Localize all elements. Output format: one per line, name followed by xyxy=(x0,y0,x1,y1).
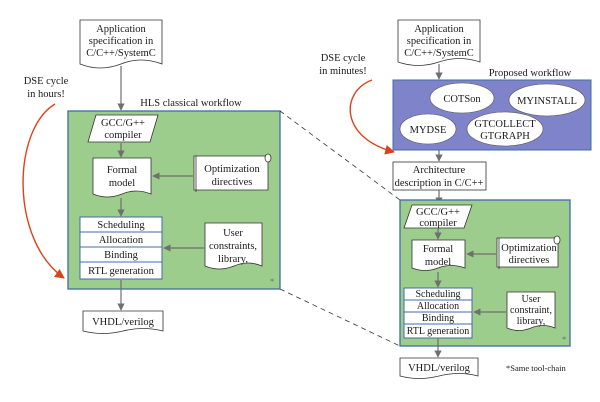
tool-myinstall: MYINSTALL xyxy=(508,83,586,117)
svg-text:Architecture: Architecture xyxy=(413,165,466,176)
right-dse-cycle-arrow xyxy=(349,79,395,155)
svg-text:compiler: compiler xyxy=(419,218,457,229)
left-compiler: GCC/G++ compiler xyxy=(87,114,159,143)
right-step-allocation: Allocation xyxy=(417,301,459,312)
svg-text:specification in: specification in xyxy=(89,36,154,47)
svg-text:library,: library, xyxy=(218,254,248,265)
zoom-connector-top xyxy=(279,110,401,201)
svg-text:description in C/C++: description in C/C++ xyxy=(395,178,484,189)
svg-text:directives: directives xyxy=(212,177,253,188)
left-dse-label: DSE cycle xyxy=(24,76,69,87)
left-step-rtl-generation: RTL generation xyxy=(88,266,154,277)
right-formal-model: Formal model xyxy=(411,239,466,271)
tool-mydse: MYDSE xyxy=(399,113,457,145)
svg-text:GTGRAPH: GTGRAPH xyxy=(480,131,530,142)
right-user-constraints: User constraint, library, xyxy=(506,291,556,331)
left-user-constraints: User constraints, library, xyxy=(204,222,263,270)
left-step-scheduling: Scheduling xyxy=(97,220,145,231)
svg-text:Formal: Formal xyxy=(107,165,137,176)
architecture-description: Architecture description in C/C++ xyxy=(392,161,487,191)
left-formal-model: Formal model xyxy=(92,157,152,198)
left-output-document: VHDL/verilog xyxy=(82,310,164,334)
right-optimization-directives: Optimization directives xyxy=(496,235,561,269)
svg-text:constraints,: constraints, xyxy=(209,241,257,252)
svg-text:Formal: Formal xyxy=(423,244,453,255)
right-dse-label: in minutes! xyxy=(319,66,367,77)
svg-text:GTCOLLECT: GTCOLLECT xyxy=(474,119,536,130)
svg-text:model: model xyxy=(109,178,135,189)
right-dse-label: DSE cycle xyxy=(321,53,366,64)
same-toolchain-note: *Same tool-chain xyxy=(506,363,566,373)
svg-text:VHDL/verilog: VHDL/verilog xyxy=(92,317,155,328)
svg-text:VHDL/verilog: VHDL/verilog xyxy=(408,363,471,374)
svg-text:Application: Application xyxy=(414,24,464,35)
right-step-binding: Binding xyxy=(422,313,454,324)
svg-text:Optimization: Optimization xyxy=(501,243,557,254)
proposed-workflow-title: Proposed workflow xyxy=(489,68,572,79)
svg-text:C/C++/SystemC: C/C++/SystemC xyxy=(86,48,156,59)
left-optimization-directives: Optimization directives xyxy=(193,153,272,192)
svg-text:MYDSE: MYDSE xyxy=(410,125,447,136)
right-asterisk: * xyxy=(562,334,566,344)
left-steps-stack: Scheduling Allocation Binding RTL genera… xyxy=(79,216,163,280)
left-app-spec-line: specification in xyxy=(89,36,154,47)
svg-text:specification in: specification in xyxy=(407,36,472,47)
right-step-rtl-generation: RTL generation xyxy=(407,326,470,337)
tool-gtcollect-gtgraph: GTCOLLECT GTGRAPH xyxy=(466,111,544,147)
svg-text:User: User xyxy=(522,294,542,305)
right-steps-stack: Scheduling Allocation Binding RTL genera… xyxy=(403,287,473,339)
left-dse-cycle-arrow xyxy=(22,103,65,279)
right-compiler: GCC/G++ compiler xyxy=(403,204,473,229)
svg-text:COTSon: COTSon xyxy=(443,94,481,105)
left-app-spec-line: C/C++/SystemC xyxy=(86,48,156,59)
left-app-spec-document: Application specification in C/C++/Syste… xyxy=(79,19,163,69)
left-step-allocation: Allocation xyxy=(99,235,144,246)
zoom-connector-bottom xyxy=(279,288,401,347)
svg-text:MYINSTALL: MYINSTALL xyxy=(517,96,577,107)
svg-text:compiler: compiler xyxy=(104,130,142,141)
left-app-spec-line: Application xyxy=(96,24,146,35)
svg-text:Optimization: Optimization xyxy=(204,164,260,175)
svg-text:Application: Application xyxy=(96,24,146,35)
svg-text:User: User xyxy=(223,228,243,239)
tool-cotson: COTSon xyxy=(429,82,495,114)
right-app-spec-document: Application specification in C/C++/Syste… xyxy=(397,19,481,66)
svg-text:constraint,: constraint, xyxy=(510,305,552,316)
left-step-binding: Binding xyxy=(104,250,139,261)
svg-text:model: model xyxy=(425,257,451,268)
svg-text:library,: library, xyxy=(517,316,546,327)
svg-text:directives: directives xyxy=(509,255,550,266)
svg-text:GCC/G++: GCC/G++ xyxy=(416,207,460,218)
svg-text:C/C++/SystemC: C/C++/SystemC xyxy=(404,48,474,59)
left-dse-label: in hours! xyxy=(27,89,65,100)
left-asterisk: * xyxy=(270,276,274,286)
svg-text:GCC/G++: GCC/G++ xyxy=(101,118,145,129)
right-step-scheduling: Scheduling xyxy=(416,289,461,300)
right-output-document: VHDL/verilog xyxy=(399,357,479,379)
left-panel-title: HLS classical workflow xyxy=(140,98,242,109)
